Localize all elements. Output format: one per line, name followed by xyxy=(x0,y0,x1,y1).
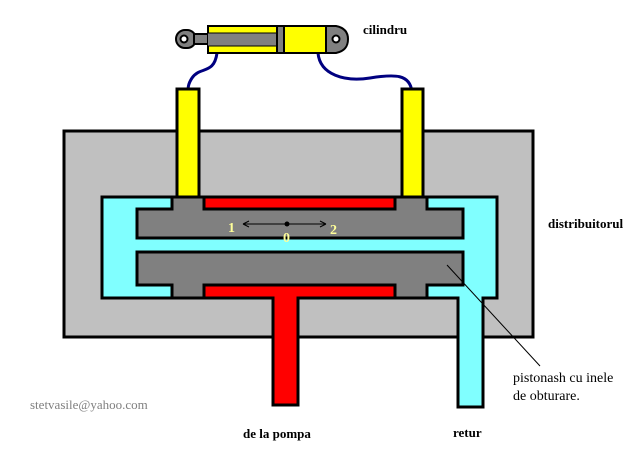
position-arrow xyxy=(242,220,327,228)
spool-lower xyxy=(135,250,465,300)
author-email: stetvasile@yahoo.com xyxy=(30,397,148,412)
cylinder-rod xyxy=(193,33,210,45)
return-label: retur xyxy=(453,425,482,440)
cylinder-piston xyxy=(276,25,285,54)
cylinder-rod-inner xyxy=(208,33,278,46)
spool-upper xyxy=(135,195,465,240)
left-hose xyxy=(186,52,219,93)
arrow-center-dot xyxy=(284,221,290,227)
cylinder-right-eye xyxy=(331,34,341,44)
position-1-label: 1 xyxy=(228,221,235,236)
arrow-head-right xyxy=(319,220,327,228)
piston-label-line2: de obturare. xyxy=(513,389,580,404)
right-hose xyxy=(316,52,414,93)
position-2-label: 2 xyxy=(330,223,337,238)
port-b-line xyxy=(400,87,425,201)
pressure-channel-top xyxy=(202,195,397,211)
distributor-spool[interactable] xyxy=(135,195,465,300)
piston-leader-line xyxy=(446,264,541,367)
pump-label: de la pompa xyxy=(243,426,311,441)
piston-label-line1: pistonash cu inele xyxy=(513,371,613,386)
distributor-label: distribuitorul xyxy=(548,216,624,231)
cylinder-left-eye xyxy=(179,34,189,44)
hydraulic-cylinder xyxy=(175,25,350,54)
port-a-line xyxy=(175,87,201,201)
arrow-head-left xyxy=(242,220,250,228)
position-0-label: 0 xyxy=(283,231,290,246)
cylinder-label: cilindru xyxy=(363,22,407,37)
